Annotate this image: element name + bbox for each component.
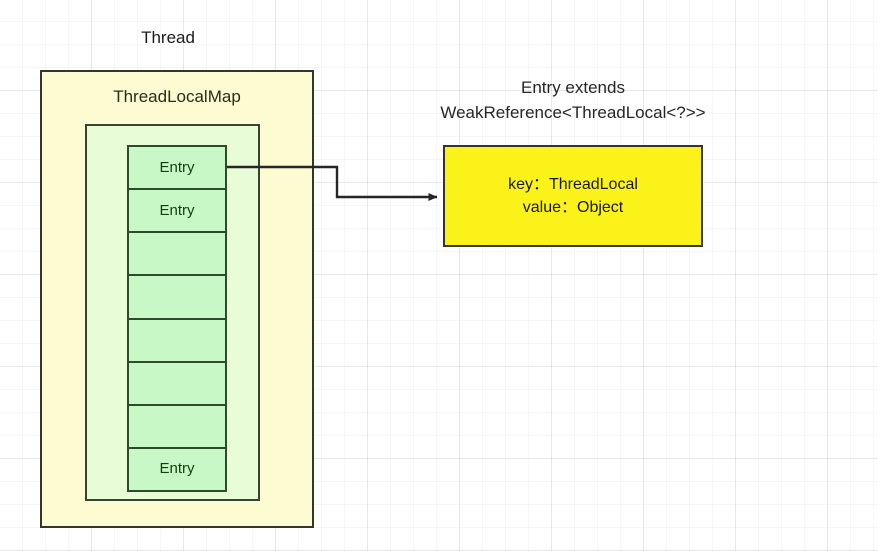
entry-cell (127, 403, 227, 449)
entry-extends-caption: Entry extends WeakReference<ThreadLocal<… (403, 75, 743, 125)
entry-value-line: value：Object (522, 199, 624, 216)
entry-extends-line-1: Entry extends (521, 78, 625, 97)
entry-keyvalue-box: key：ThreadLocal value：Object (443, 145, 703, 247)
thread-label: Thread (141, 28, 195, 47)
entry-cell: Entry (127, 446, 227, 492)
entry-cell (127, 231, 227, 277)
entry-extends-line-2: WeakReference<ThreadLocal<?>> (440, 103, 706, 122)
entry-cell (127, 317, 227, 363)
entry-cell: Entry (127, 145, 227, 191)
entry-cell (127, 274, 227, 320)
entry-key-line: key：ThreadLocal (508, 176, 638, 193)
entry-cell (127, 360, 227, 406)
threadlocalmap-label: ThreadLocalMap (113, 87, 241, 106)
entry-cell: Entry (127, 188, 227, 234)
